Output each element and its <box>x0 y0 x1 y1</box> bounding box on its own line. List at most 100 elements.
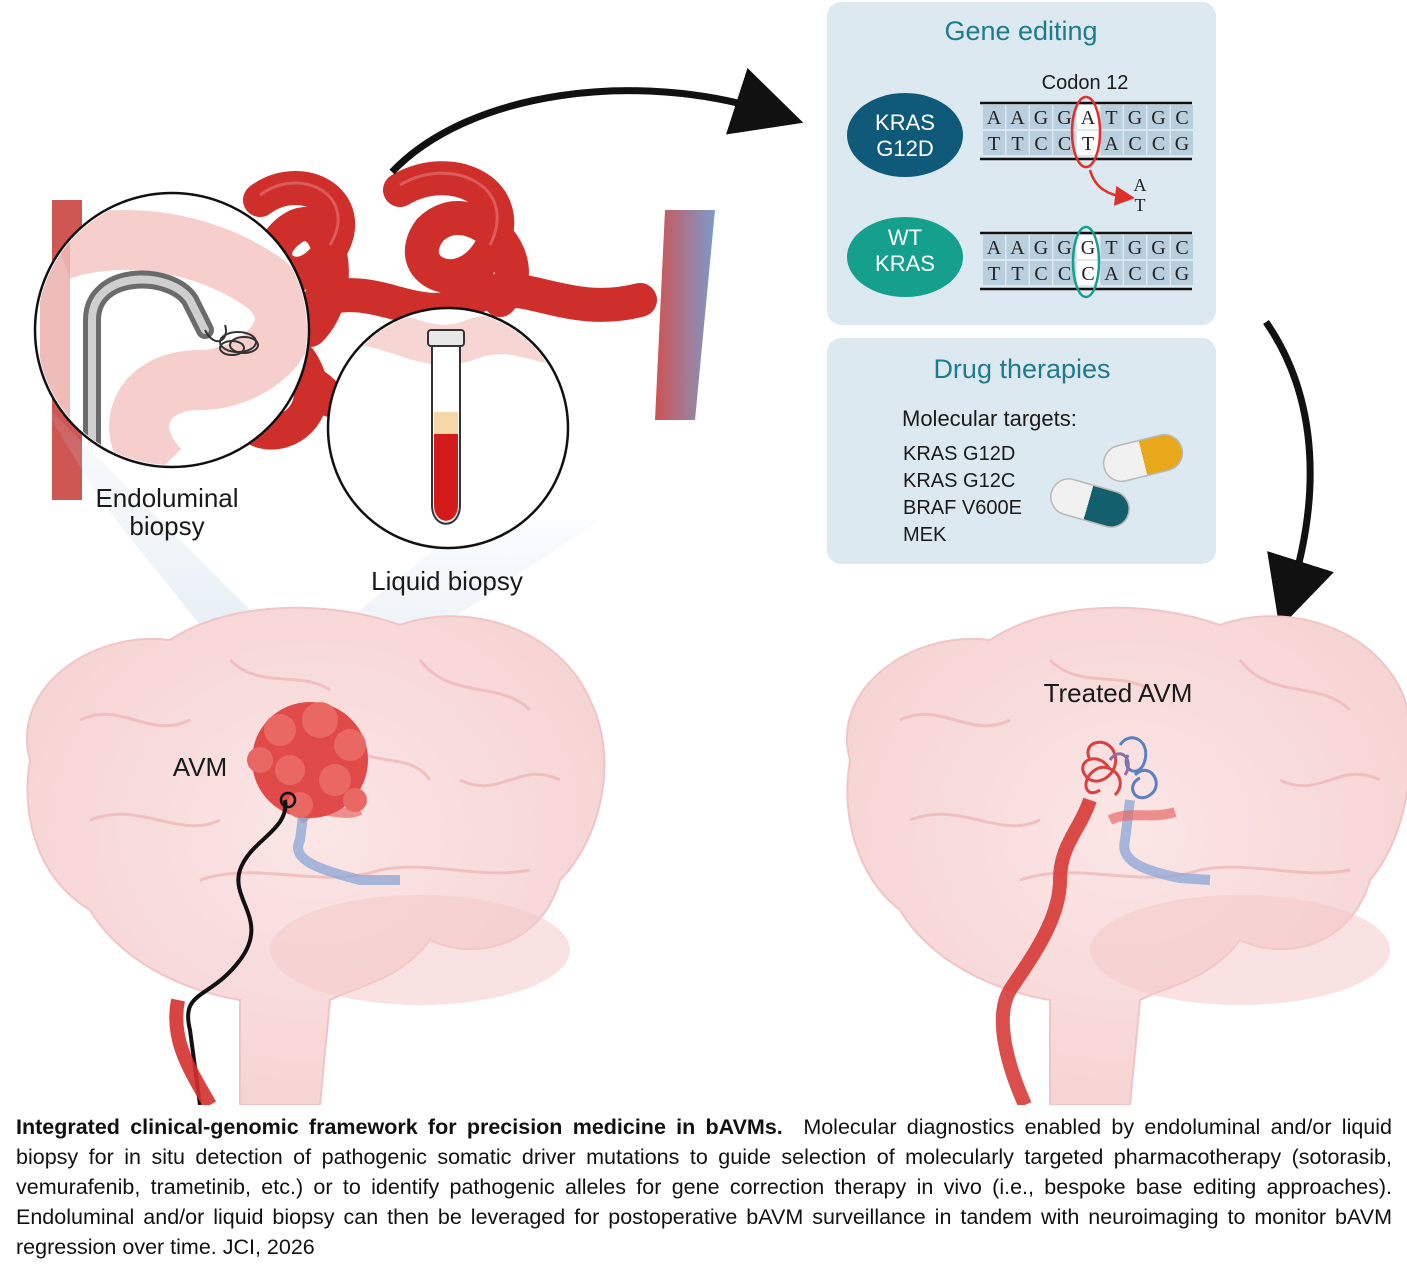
treated-avm-label: Treated AVM <box>1044 678 1193 708</box>
kras-g12d-blob <box>847 93 963 177</box>
drug-therapies-title: Drug therapies <box>933 354 1110 384</box>
mutant-dna-cell <box>983 105 1005 129</box>
mutant-dna-base-bottom-5: A <box>1104 133 1119 155</box>
arrow-to-treated <box>1263 320 1334 629</box>
wt-dna-cell <box>1053 235 1076 259</box>
kras-g12d-label-1: KRAS <box>875 110 935 135</box>
mutant-codon-circle <box>1070 95 1102 169</box>
wt-dna-base-top-7: G <box>1151 237 1165 259</box>
wt-dna-cell <box>1006 235 1029 259</box>
wt-dna-base-bottom-1: T <box>1011 263 1023 285</box>
wt-codon-circle <box>1071 225 1101 299</box>
mutant-dna-base-top-7: G <box>1151 107 1165 129</box>
mutant-dna-cell <box>1147 105 1170 129</box>
mutant-dna-base-top-5: T <box>1105 107 1117 129</box>
target-mek: MEK <box>903 524 947 546</box>
mutant-dna-cell <box>1053 105 1076 129</box>
mutant-dna-cell <box>1100 131 1123 155</box>
mutant-dna-base-top-6: G <box>1128 107 1142 129</box>
wt-dna-base-top-1: A <box>1010 237 1025 259</box>
wt-dna-base-bottom-0: T <box>988 263 1000 285</box>
mutant-dna-cell <box>1053 131 1076 155</box>
wt-kras-label-1: WT <box>888 225 922 250</box>
mutant-dna-base-bottom-6: C <box>1128 133 1141 155</box>
mutant-dna-base-top-4: A <box>1081 107 1096 129</box>
edit-result-top: A <box>1134 175 1147 195</box>
wt-dna-cell <box>1100 261 1123 285</box>
wt-dna-base-bottom-2: C <box>1034 263 1047 285</box>
kras-g12d-label-2: G12D <box>876 136 933 161</box>
teal-pill-icon <box>1050 478 1130 528</box>
mutant-dna-base-bottom-4: T <box>1082 133 1094 155</box>
wt-dna-base-bottom-5: A <box>1104 263 1119 285</box>
mutant-dna-base-bottom-2: C <box>1034 133 1047 155</box>
wt-dna-cell <box>1124 235 1146 259</box>
wt-dna-base-top-4: G <box>1081 237 1095 259</box>
brain-left <box>25 606 606 1105</box>
wt-dna-base-top-3: G <box>1057 237 1071 259</box>
arrow-to-gene-editing <box>389 67 804 175</box>
wt-dna-cell <box>1100 235 1123 259</box>
wt-kras-blob <box>847 217 963 297</box>
gene-editing-title: Gene editing <box>944 16 1097 46</box>
mutant-dna-cell <box>1124 131 1146 155</box>
edit-result-bottom: T <box>1135 195 1146 215</box>
avm-label: AVM <box>173 752 227 782</box>
mutant-dna-base-bottom-7: C <box>1152 133 1165 155</box>
codon-label: Codon 12 <box>1042 72 1129 94</box>
edit-arrow <box>1088 169 1135 206</box>
wt-kras-label-2: KRAS <box>875 251 935 276</box>
mutant-dna-base-top-2: G <box>1034 107 1048 129</box>
mutant-dna-cell <box>1147 131 1170 155</box>
mutant-dna-cell <box>1171 105 1193 129</box>
mutant-dna-cell <box>1077 105 1099 129</box>
mutant-dna-cell <box>1077 131 1099 155</box>
wt-dna-base-top-6: G <box>1128 237 1142 259</box>
wt-dna-base-bottom-4: C <box>1081 263 1094 285</box>
wt-dna-cell <box>1171 261 1193 285</box>
wt-dna-cell <box>1053 261 1076 285</box>
wt-dna-base-top-8: C <box>1175 237 1188 259</box>
mutant-dna-cell <box>1030 131 1052 155</box>
mutant-dna-base-bottom-0: T <box>988 133 1000 155</box>
drug-therapies-panel: Drug therapies Molecular targets: KRAS G… <box>827 338 1216 564</box>
caption-bold: Integrated clinical-genomic framework fo… <box>16 1115 783 1139</box>
yellow-pill-icon <box>1102 433 1184 483</box>
mutant-dna-cell <box>1171 131 1193 155</box>
diagram-canvas: Endoluminal biopsy Liquid biopsy <box>25 2 1407 1105</box>
target-kras-g12d: KRAS G12D <box>903 443 1015 465</box>
wt-dna-base-bottom-7: C <box>1152 263 1165 285</box>
endoluminal-label-line1: Endoluminal <box>95 483 238 513</box>
wt-dna-base-top-2: G <box>1034 237 1048 259</box>
wt-dna-base-bottom-8: G <box>1175 263 1189 285</box>
liquid-biopsy-inset <box>326 306 570 550</box>
mutant-dna-base-bottom-8: G <box>1175 133 1189 155</box>
avm-nidus <box>247 702 368 818</box>
caption-text: Molecular diagnostics enabled by endolum… <box>16 1115 1392 1259</box>
wt-dna-cell <box>1077 261 1099 285</box>
wt-dna-cell <box>983 261 1005 285</box>
mutant-dna-base-top-0: A <box>987 107 1002 129</box>
liquid-biopsy-label: Liquid biopsy <box>371 566 523 596</box>
wt-dna-cell <box>1147 261 1170 285</box>
mutant-dna-base-top-3: G <box>1057 107 1071 129</box>
mutant-dna-cell <box>1100 105 1123 129</box>
mutant-dna-cell <box>1006 105 1029 129</box>
wt-dna-base-bottom-6: C <box>1128 263 1141 285</box>
gene-editing-panel: Gene editing Codon 12 KRAS G12D WT KRAS … <box>827 2 1216 325</box>
wt-dna-cell <box>1147 235 1170 259</box>
mutant-dna-base-top-1: A <box>1010 107 1025 129</box>
target-kras-g12c: KRAS G12C <box>903 470 1015 492</box>
mutant-dna-cell <box>1006 131 1029 155</box>
wt-dna-cell <box>1006 261 1029 285</box>
wt-dna-cell <box>1077 235 1099 259</box>
mutant-dna-cell <box>1124 105 1146 129</box>
brain-right <box>845 606 1407 1105</box>
wt-dna-cell <box>1124 261 1146 285</box>
test-tube-icon <box>427 329 465 525</box>
wt-dna-base-top-5: T <box>1105 237 1117 259</box>
target-braf-v600e: BRAF V600E <box>903 497 1022 519</box>
mutant-dna-cell <box>983 131 1005 155</box>
mutant-dna-base-top-8: C <box>1175 107 1188 129</box>
